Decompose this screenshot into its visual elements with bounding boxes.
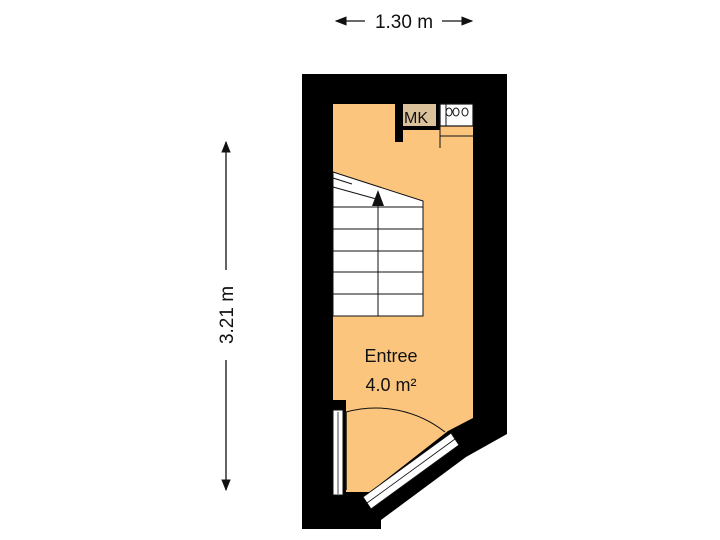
cupboard-wall-left xyxy=(395,104,403,142)
height-dimension-label: 3.21 m xyxy=(217,286,238,344)
width-dimension-label: 1.30 m xyxy=(375,12,433,33)
meter-shelf-lines xyxy=(439,125,473,148)
stair-direction-arrow-icon xyxy=(372,190,384,206)
diagonal-window xyxy=(362,432,460,510)
door-swing-icon xyxy=(345,407,446,433)
room-name: Entree xyxy=(364,346,417,366)
cupboard-wall-right xyxy=(436,104,440,130)
room-area: 4.0 m² xyxy=(365,375,416,395)
meter-cupboard xyxy=(403,104,438,130)
meter-icon xyxy=(445,104,469,126)
cupboard-wall-bottom xyxy=(403,126,438,130)
meter-box xyxy=(439,103,474,127)
meter-cupboard-label: MK xyxy=(404,110,428,127)
